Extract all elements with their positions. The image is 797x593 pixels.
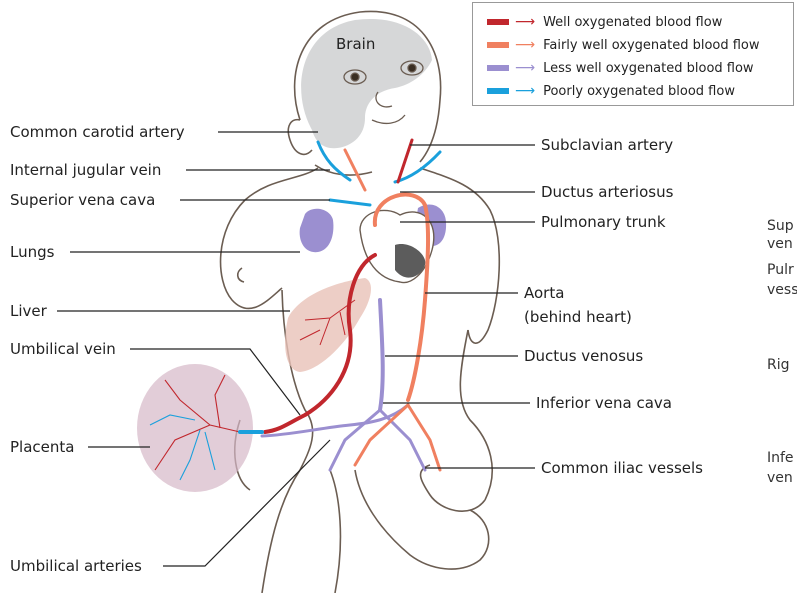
arrow-right-icon: ⟶ — [515, 15, 535, 29]
legend-label: Poorly oxygenated blood flow — [543, 84, 735, 99]
label-common-carotid-artery: Common carotid artery — [10, 123, 185, 141]
label-lungs: Lungs — [10, 243, 54, 261]
arrow-right-icon: ⟶ — [515, 38, 535, 52]
label-umbilical-vein: Umbilical vein — [10, 340, 116, 358]
legend-item-poorly: ⟶ Poorly oxygenated blood flow — [487, 81, 735, 101]
label-ductus-venosus: Ductus venosus — [524, 347, 643, 365]
heart-shape — [360, 210, 434, 282]
legend-swatch — [487, 65, 509, 71]
legend-item-well: ⟶ Well oxygenated blood flow — [487, 12, 722, 32]
legend-label: Fairly well oxygenated blood flow — [543, 38, 759, 53]
legend-item-less: ⟶ Less well oxygenated blood flow — [487, 58, 754, 78]
arrow-right-icon: ⟶ — [515, 84, 535, 98]
liver-shape — [285, 278, 371, 372]
label-internal-jugular-vein: Internal jugular vein — [10, 161, 161, 179]
left-lung — [300, 209, 334, 252]
brain-label: Brain — [336, 35, 375, 53]
label-common-iliac-vessels: Common iliac vessels — [541, 459, 703, 477]
label-aorta: Aorta — [524, 284, 564, 302]
label-aorta-note: (behind heart) — [524, 308, 632, 326]
cut-label: Pulr — [767, 262, 794, 278]
label-umbilical-arteries: Umbilical arteries — [10, 557, 142, 575]
label-subclavian-artery: Subclavian artery — [541, 136, 673, 154]
legend-swatch — [487, 42, 509, 48]
legend-item-fairly: ⟶ Fairly well oxygenated blood flow — [487, 35, 760, 55]
cut-label: Infe — [767, 450, 794, 466]
label-placenta: Placenta — [10, 438, 74, 456]
placenta-shape — [137, 364, 253, 492]
cut-label: vess — [767, 282, 797, 298]
label-liver: Liver — [10, 302, 47, 320]
legend: ⟶ Well oxygenated blood flow ⟶ Fairly we… — [472, 2, 794, 106]
legend-label: Well oxygenated blood flow — [543, 15, 722, 30]
label-inferior-vena-cava: Inferior vena cava — [536, 394, 672, 412]
arrow-right-icon: ⟶ — [515, 61, 535, 75]
legend-swatch — [487, 88, 509, 94]
cut-label: ven — [767, 470, 793, 486]
cut-label: ven — [767, 236, 793, 252]
label-pulmonary-trunk: Pulmonary trunk — [541, 213, 666, 231]
legend-swatch — [487, 19, 509, 25]
cut-label: Sup — [767, 218, 794, 234]
label-superior-vena-cava: Superior vena cava — [10, 191, 155, 209]
label-ductus-arteriosus: Ductus arteriosus — [541, 183, 673, 201]
cut-label: Rig — [767, 357, 790, 373]
legend-label: Less well oxygenated blood flow — [543, 61, 753, 76]
